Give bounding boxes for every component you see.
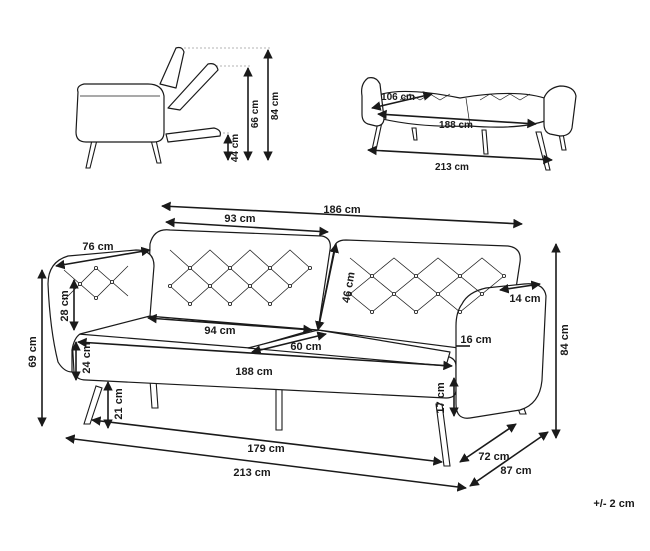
bed-leg [481,129,489,155]
label-28: 28 cm [59,290,71,321]
sofa-leg [85,139,98,169]
label-bed-106: 106 cm [381,92,415,103]
main-leg-front-left [83,385,103,425]
side-backrest-tilted [167,63,219,111]
label-side-44: 44 cm [230,134,241,162]
main-back-cushion-left [147,229,331,331]
label-21: 21 cm [113,388,125,419]
sofa-leg [150,139,162,164]
bed-right-arm [543,85,577,137]
label-179: 179 cm [247,443,285,455]
label-76: 76 cm [82,241,113,253]
label-60: 60 cm [290,341,321,353]
label-188: 188 cm [235,366,273,378]
label-213: 213 cm [233,467,271,479]
tolerance-note: +/- 2 cm [593,498,634,510]
dim-line-188-bed [377,109,537,129]
label-bed-213: 213 cm [435,162,469,173]
label-16: 16 cm [460,334,491,346]
dim-line-106 [371,91,433,111]
dim-line-186 [161,201,523,229]
label-14: 14 cm [509,293,540,305]
label-69: 69 cm [27,336,39,367]
dim-line-94 [147,313,313,335]
bed-leg [535,131,551,171]
label-46: 46 cm [340,271,357,304]
label-186: 186 cm [323,204,361,216]
label-93: 93 cm [224,213,255,225]
side-body [75,83,165,143]
label-17: 17 cm [435,382,447,413]
label-side-84: 84 cm [270,92,281,120]
dim-line-76 [55,246,151,270]
side-view-sofa [75,46,270,169]
dim-line-188 [77,337,453,371]
dim-line-213-bed [367,145,553,165]
dim-line-46 [315,243,339,331]
dim-line-179 [91,416,443,466]
label-24: 24 cm [81,342,93,373]
label-side-66: 66 cm [250,100,261,128]
main-leg-back-left [149,379,159,409]
label-bed-188: 188 cm [439,120,473,131]
label-87: 87 cm [500,465,531,477]
label-84-main: 84 cm [559,324,571,355]
side-backrest [159,46,185,89]
main-leg-back-right [275,385,283,431]
main-right-arm [455,283,547,419]
label-94: 94 cm [204,325,235,337]
bed-leg [411,127,418,141]
dim-line-213 [65,434,467,492]
dim-line-14 [499,280,541,294]
side-seat-flat [165,127,221,143]
dim-line-93 [165,217,329,237]
dim-line-87 [469,431,549,487]
